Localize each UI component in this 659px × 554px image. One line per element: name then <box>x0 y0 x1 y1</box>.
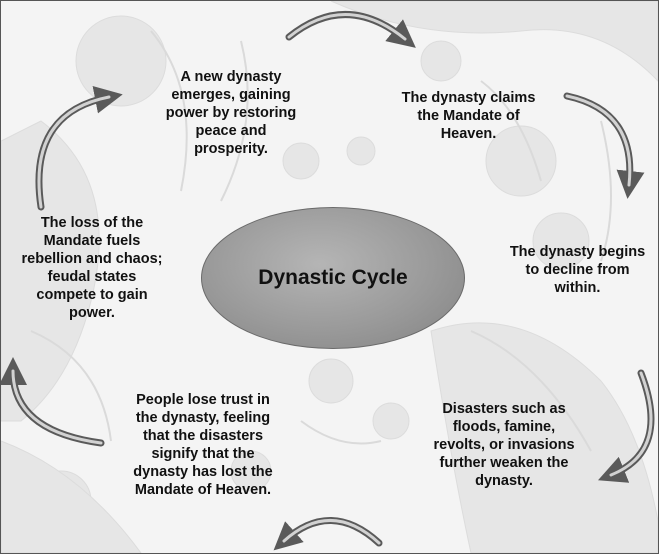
arrow-top <box>285 11 416 48</box>
step-loss-of-mandate: The loss of the Mandate fuels rebellion … <box>21 215 163 321</box>
step-lose-trust: People lose trust in the dynasty, feelin… <box>133 392 273 498</box>
arrow-bottom-left <box>1 357 105 447</box>
step-new-dynasty: A new dynasty emerges, gaining power by … <box>165 69 297 157</box>
step-disasters: Disasters such as floods, famine, revolt… <box>433 401 575 489</box>
arrow-top-right <box>563 92 645 199</box>
arrow-top-left <box>35 85 123 211</box>
center-ellipse: Dynastic Cycle <box>201 207 465 349</box>
center-title: Dynastic Cycle <box>258 266 408 289</box>
arrow-bottom-right <box>598 369 655 483</box>
arrow-bottom <box>273 517 383 551</box>
step-claims-mandate: The dynasty claims the Mandate of Heaven… <box>401 90 536 142</box>
step-decline: The dynasty begins to decline from withi… <box>509 244 646 296</box>
